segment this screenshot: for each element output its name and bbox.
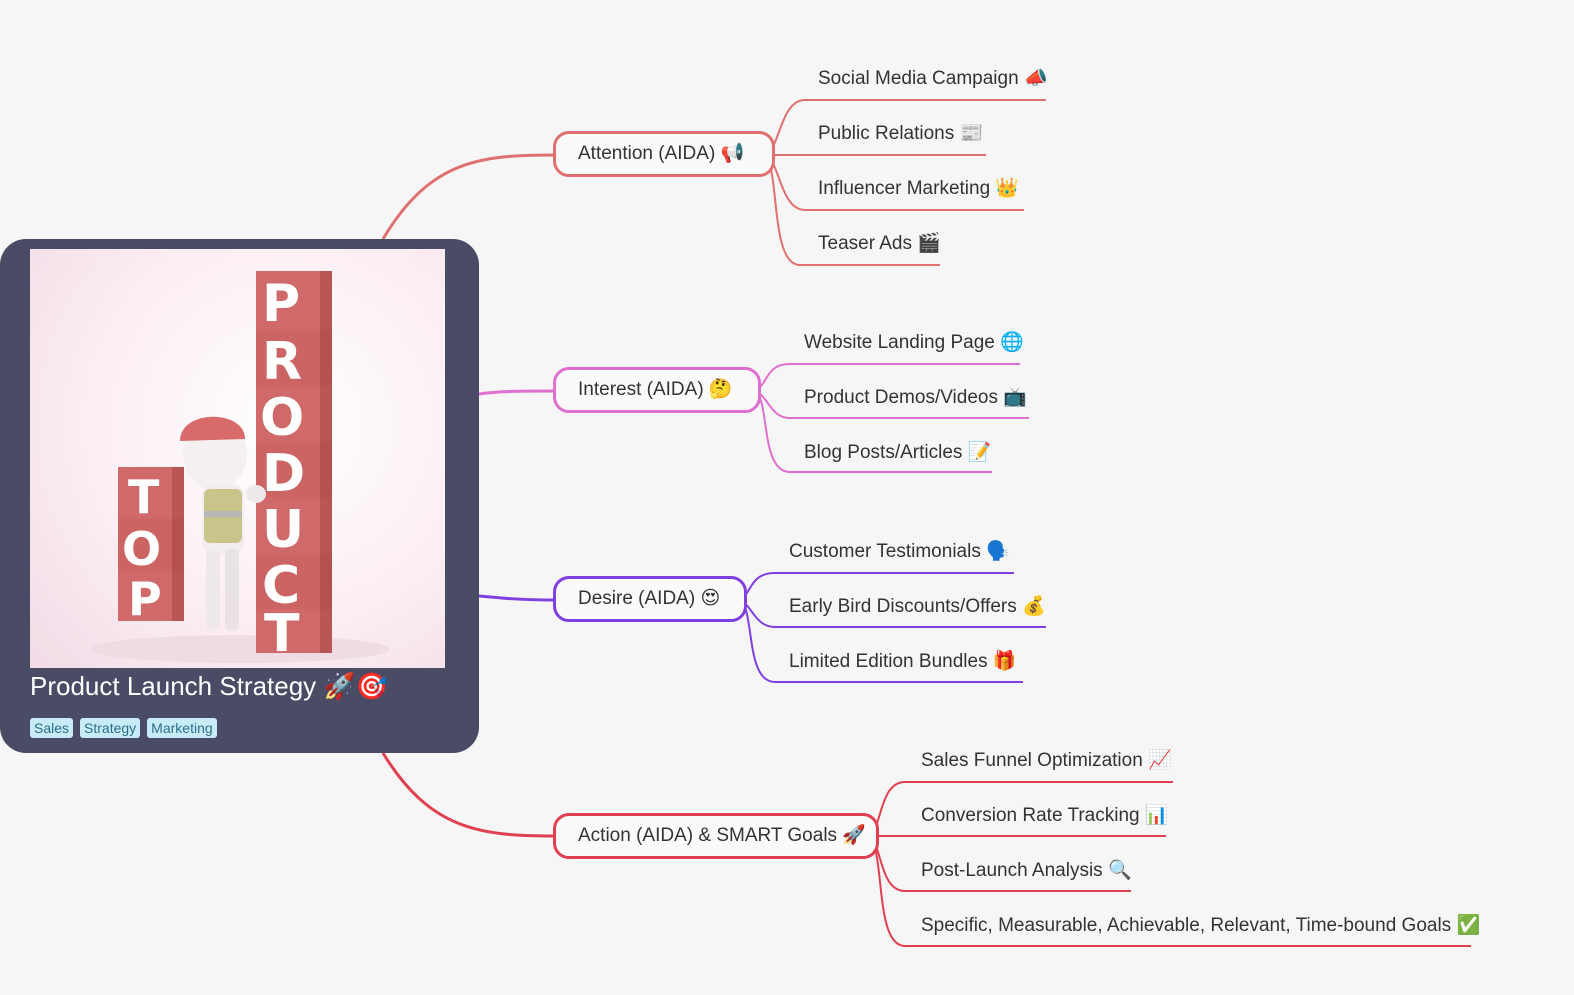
link-attention	[381, 153, 556, 240]
leaf-conversion-rate-tracking[interactable]: Conversion Rate Tracking 📊	[921, 805, 1169, 826]
svg-text:D: D	[262, 444, 305, 504]
svg-text:T: T	[264, 604, 300, 664]
leaf-social-media-campaign[interactable]: Social Media Campaign 📣	[818, 68, 1048, 89]
leaf-limited-edition-bundles[interactable]: Limited Edition Bundles 🎁	[789, 651, 1017, 672]
leaf-blog-posts-articles[interactable]: Blog Posts/Articles 📝	[804, 442, 992, 463]
tag-marketing[interactable]: Marketing	[147, 718, 217, 738]
svg-text:T: T	[128, 470, 160, 524]
svg-text:P: P	[262, 274, 300, 334]
leaf-teaser-ads[interactable]: Teaser Ads 🎬	[818, 233, 941, 254]
branch-interest[interactable]: Interest (AIDA) 🤔	[553, 367, 761, 413]
link-interest	[478, 389, 556, 396]
svg-text:O: O	[260, 388, 304, 448]
tag-strategy[interactable]: Strategy	[80, 718, 141, 738]
root-node[interactable]: P R O D U C T T O	[0, 239, 479, 753]
leaf-product-demos-videos[interactable]: Product Demos/Videos 📺	[804, 387, 1027, 408]
product-block-column: P R O D U C T	[256, 271, 332, 664]
leaf-post-launch-analysis[interactable]: Post-Launch Analysis 🔍	[921, 860, 1132, 881]
leaf-public-relations[interactable]: Public Relations 📰	[818, 123, 984, 144]
product-illustration: P R O D U C T T O	[30, 249, 445, 668]
svg-text:O: O	[122, 522, 161, 576]
branch-attention[interactable]: Attention (AIDA) 📢	[553, 131, 775, 177]
branch-action[interactable]: Action (AIDA) & SMART Goals 🚀	[553, 813, 879, 859]
top-block-column: T O P	[118, 467, 184, 626]
tag-sales[interactable]: Sales	[30, 718, 74, 738]
branch-desire[interactable]: Desire (AIDA) 😍	[553, 576, 747, 622]
leaf-customer-testimonials[interactable]: Customer Testimonials 🗣️	[789, 541, 1010, 562]
link-desire	[478, 594, 556, 602]
leaf-website-landing-page[interactable]: Website Landing Page 🌐	[804, 332, 1024, 353]
link-action	[381, 752, 556, 838]
leaf-early-bird-discounts[interactable]: Early Bird Discounts/Offers 💰	[789, 596, 1046, 617]
svg-text:P: P	[128, 572, 162, 626]
leaf-sales-funnel-optimization[interactable]: Sales Funnel Optimization 📈	[921, 750, 1172, 771]
tag-list: Sales Strategy Marketing	[30, 718, 217, 738]
worker-figure	[180, 416, 266, 631]
svg-text:C: C	[262, 556, 300, 616]
root-title: Product Launch Strategy 🚀🎯	[30, 671, 389, 701]
svg-text:U: U	[262, 500, 304, 560]
leaf-smart-goals[interactable]: Specific, Measurable, Achievable, Releva…	[921, 915, 1481, 936]
svg-text:R: R	[262, 332, 302, 392]
leaf-influencer-marketing[interactable]: Influencer Marketing 👑	[818, 178, 1020, 199]
